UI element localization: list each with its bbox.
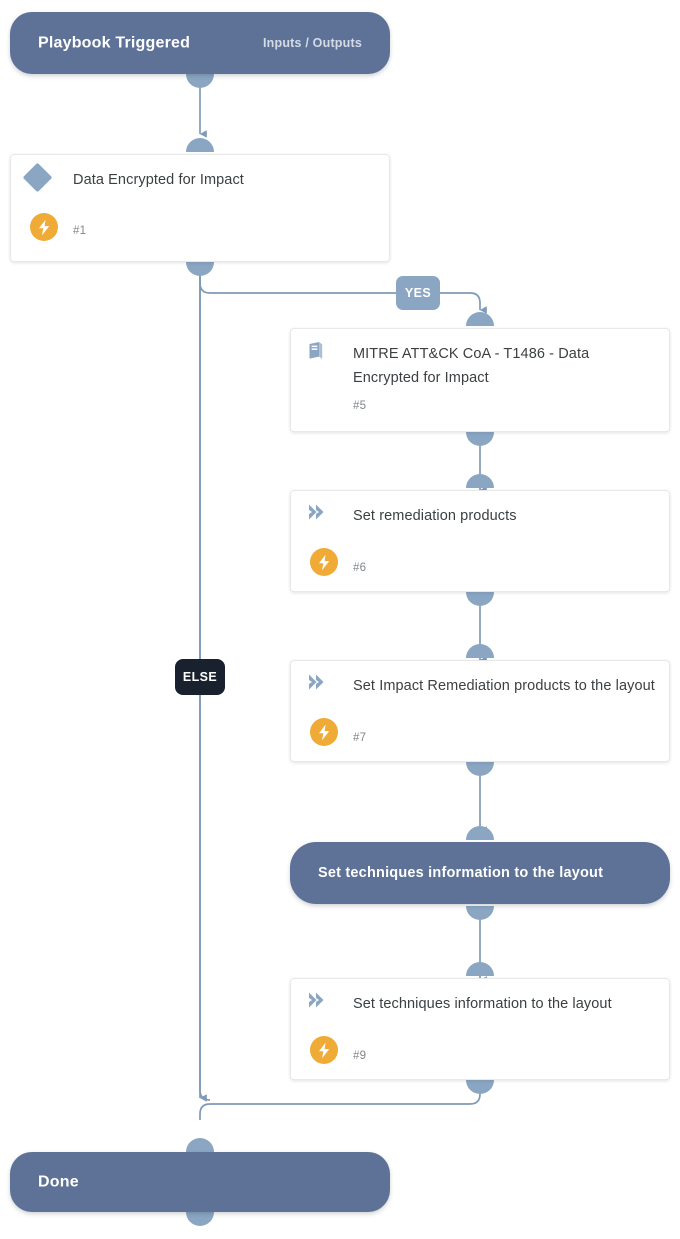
automation-bolt-icon xyxy=(310,548,338,576)
chevron-task-icon xyxy=(309,504,324,520)
task-id: #1 xyxy=(73,225,87,237)
branch-label-else[interactable]: ELSE xyxy=(175,659,225,695)
icon-column xyxy=(305,671,343,693)
task-id: #7 xyxy=(353,732,367,744)
highlighted-node-n8[interactable]: Set techniques information to the layout xyxy=(290,842,670,904)
automation-bolt-icon xyxy=(30,213,58,241)
task-card-n9[interactable]: Set techniques information to the layout… xyxy=(290,978,670,1080)
end-node[interactable]: Done xyxy=(10,1152,390,1212)
task-title: Data Encrypted for Impact xyxy=(73,172,244,188)
task-id: #6 xyxy=(353,562,367,574)
task-card-n1[interactable]: Data Encrypted for Impact #1 xyxy=(10,154,390,262)
branch-label-yes[interactable]: YES xyxy=(396,276,440,310)
book-subplaybook-icon xyxy=(309,342,323,359)
task-id: #9 xyxy=(353,1050,367,1062)
task-card-n7[interactable]: Set Impact Remediation products to the l… xyxy=(290,660,670,762)
task-id: #5 xyxy=(353,400,367,412)
diamond-condition-icon xyxy=(22,162,53,193)
task-card-n6[interactable]: Set remediation products #6 xyxy=(290,490,670,592)
task-title: Set Impact Remediation products to the l… xyxy=(353,678,655,694)
highlighted-node-title: Set techniques information to the layout xyxy=(318,865,604,881)
task-title: Set remediation products xyxy=(353,508,517,524)
task-title: Set techniques information to the layout xyxy=(353,996,612,1012)
start-node-title: Playbook Triggered xyxy=(38,34,191,52)
start-node[interactable]: Playbook Triggered Inputs / Outputs xyxy=(10,12,390,74)
start-node-inputs-outputs-label[interactable]: Inputs / Outputs xyxy=(262,36,362,50)
chevron-task-icon xyxy=(309,992,324,1008)
end-node-title: Done xyxy=(38,1173,79,1191)
icon-column xyxy=(305,989,343,1011)
chevron-task-icon xyxy=(309,674,324,690)
icon-column xyxy=(305,339,343,363)
automation-bolt-icon xyxy=(310,1036,338,1064)
icon-column xyxy=(305,501,343,523)
task-card-n5[interactable]: MITRE ATT&CK CoA - T1486 - Data Encrypte… xyxy=(290,328,670,432)
task-title: MITRE ATT&CK CoA - T1486 - Data Encrypte… xyxy=(353,346,590,386)
automation-bolt-icon xyxy=(310,718,338,746)
icon-column xyxy=(22,162,63,193)
